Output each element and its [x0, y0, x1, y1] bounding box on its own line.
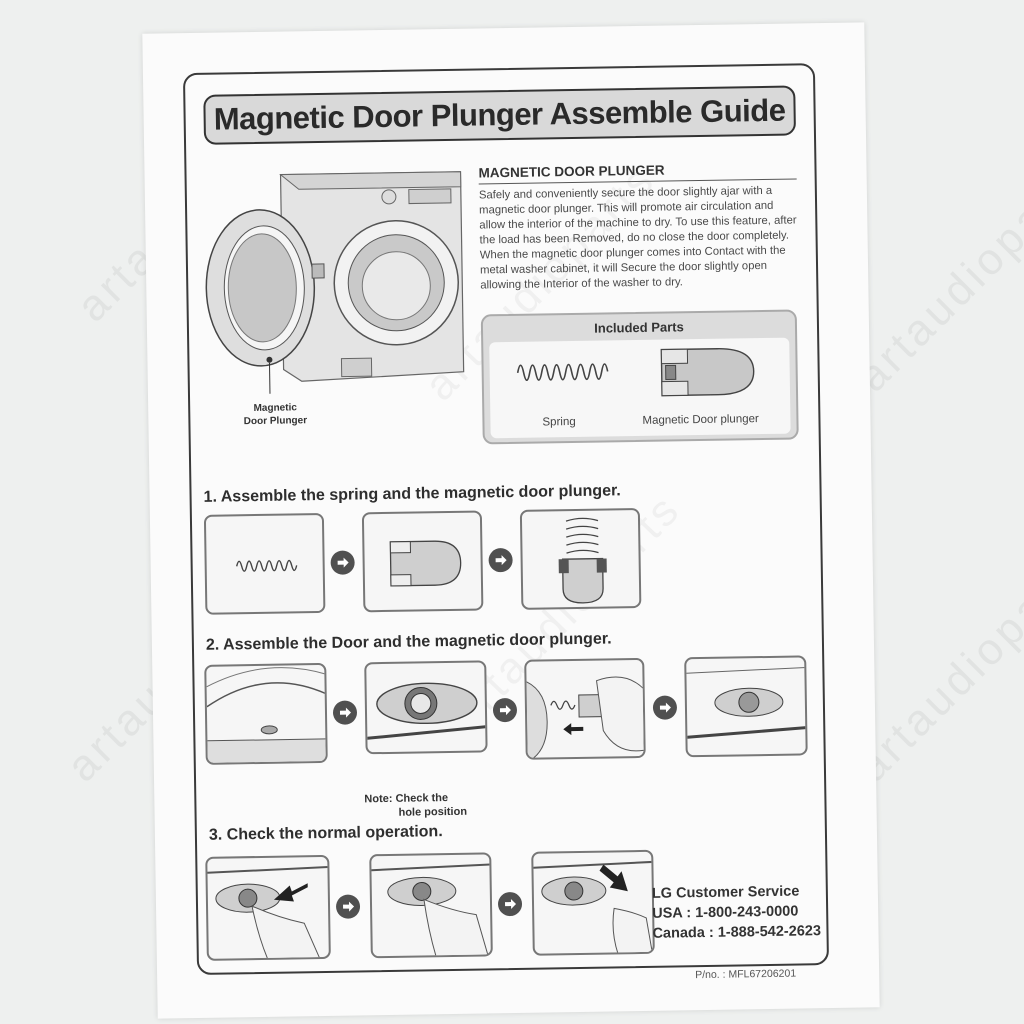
plunger-icon: [389, 540, 462, 587]
arrow-right-icon: [488, 547, 513, 573]
note-line: hole position: [398, 805, 468, 819]
spring-icon: [236, 559, 298, 572]
step-1-heading: 1. Assemble the spring and the magnetic …: [203, 482, 621, 506]
installed-plunger-icon: [686, 666, 808, 739]
intro-section: MAGNETIC DOOR PLUNGER Safely and conveni…: [478, 160, 798, 293]
phone-canada: Canada : 1-888-542-2623: [652, 923, 822, 942]
finger-release-icon: [533, 860, 655, 956]
step-3-heading: 3. Check the normal operation.: [208, 823, 443, 844]
step-2-panel-insert: [524, 657, 646, 760]
plunger-dot-icon: [266, 356, 273, 363]
step-1-panel-plunger: [361, 510, 484, 613]
caption-line: Door Plunger: [243, 415, 308, 428]
spring-icon: [516, 363, 609, 382]
page-title: Magnetic Door Plunger Assemble Guide: [213, 92, 786, 137]
included-parts-title: Included Parts: [594, 319, 684, 336]
customer-service-block: LG Customer Service USA : 1-800-243-0000…: [652, 881, 821, 944]
phone-usa: USA : 1-800-243-0000: [652, 903, 799, 922]
intro-body: Safely and conveniently secure the door …: [478, 184, 797, 292]
note-hole-position: Note: Check the hole position: [364, 791, 467, 821]
guide-frame: Magnetic Door Plunger Assemble Guide Mag…: [182, 63, 830, 975]
intro-heading: MAGNETIC DOOR PLUNGER: [478, 160, 797, 185]
step-1-panel-assembled: [519, 507, 642, 610]
washer-illustration: [205, 171, 465, 394]
arrow-right-icon: [497, 891, 523, 917]
step-2-heading: 2. Assemble the Door and the magnetic do…: [205, 630, 612, 654]
hand-insert-icon: [526, 676, 646, 760]
note-line: Note: Check the: [364, 792, 449, 806]
arrow-right-icon: [652, 695, 678, 720]
assembled-plunger-icon: [558, 517, 607, 604]
part-label-spring: Spring: [542, 415, 576, 429]
hole-closeup-icon: [367, 682, 488, 740]
instruction-sheet: artaudioparts artaudioparts Magnetic Doo…: [142, 22, 880, 1019]
step-2-panel-installed: [684, 655, 808, 758]
step-3-panel-pressed: [369, 852, 493, 959]
arrow-right-icon: [332, 700, 358, 725]
included-parts-box: Included Parts Spring Magnetic Door plun…: [480, 309, 799, 445]
part-number: P/no. : MFL67206201: [695, 967, 797, 982]
arrow-right-icon: [330, 550, 355, 575]
watermark: artaudioparts: [847, 148, 1024, 402]
arrow-right-icon: [492, 697, 518, 723]
finger-press-icon: [207, 865, 331, 961]
part-label-plunger: Magnetic Door plunger: [642, 413, 759, 427]
step-1-panel-spring: [203, 512, 326, 615]
arrow-right-icon: [335, 894, 361, 919]
finger-pressed-icon: [371, 863, 493, 959]
step-2-panel-door: [204, 662, 328, 765]
included-parts-list: Spring Magnetic Door plunger: [489, 337, 791, 439]
step-3-panel-release: [531, 849, 655, 956]
washer-caption: Magnetic Door Plunger: [230, 401, 320, 428]
door-illustration: [206, 667, 328, 765]
title-banner: Magnetic Door Plunger Assemble Guide: [203, 85, 796, 145]
step-3-panel-press: [205, 854, 331, 961]
step-2-panel-hole: [364, 660, 488, 755]
plunger-icon: [660, 348, 755, 397]
customer-service-title: LG Customer Service: [651, 883, 800, 902]
